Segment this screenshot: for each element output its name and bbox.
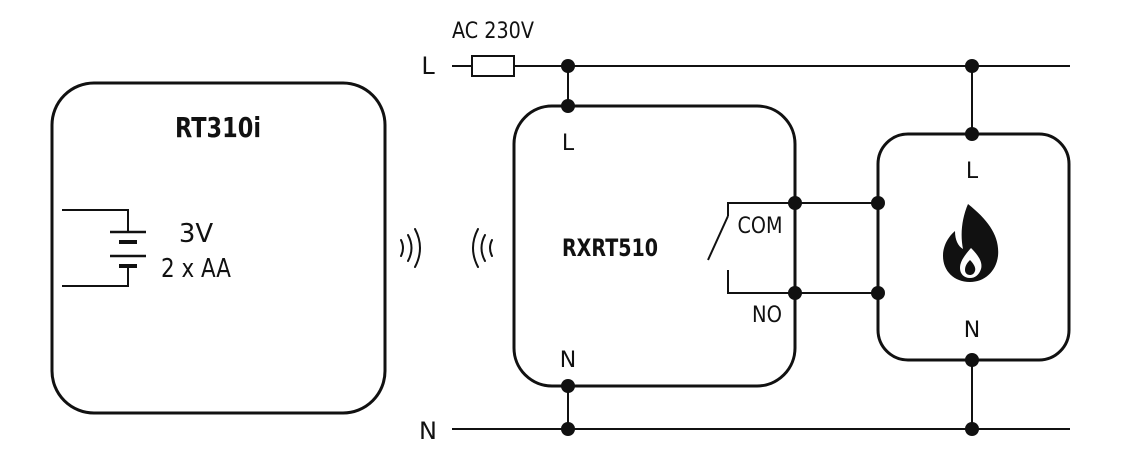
junction-dot	[871, 196, 885, 210]
thermostat-box	[50, 81, 387, 415]
neutral-label: N	[419, 417, 437, 445]
junction-dot	[561, 422, 575, 436]
junction-dot	[965, 59, 979, 73]
battery-symbol	[62, 209, 146, 287]
junction-dots	[561, 59, 979, 436]
receiver-terminal-no: NO	[752, 303, 782, 328]
relay-no-wire	[727, 270, 795, 294]
thermostat-rt310i: RT310i 3V 2 x AA	[50, 81, 387, 415]
junction-dot	[561, 379, 575, 393]
receiver-title: RXRT510	[562, 234, 658, 262]
junction-dot	[788, 196, 802, 210]
supply-rating: AC 230V	[452, 19, 534, 44]
receiver-rxrt510: RXRT510 L N COM NO	[512, 104, 797, 388]
heater-terminal-l: L	[966, 159, 979, 184]
junction-dot	[871, 286, 885, 300]
receiver-terminal-n: N	[560, 348, 576, 373]
junction-dot	[965, 422, 979, 436]
heater-terminal-n: N	[964, 318, 980, 343]
receiver-terminal-com: COM	[738, 214, 783, 239]
battery-wire-top	[62, 209, 129, 232]
receiver-terminal-l: L	[562, 131, 575, 156]
receiver-box	[512, 104, 797, 388]
thermostat-title: RT310i	[175, 111, 261, 144]
line-label: L	[421, 52, 435, 80]
fuse-icon	[471, 55, 515, 77]
junction-dot	[561, 99, 575, 113]
junction-dot	[561, 59, 575, 73]
battery-voltage: 3V	[179, 219, 214, 249]
relay-com-wire	[727, 202, 795, 216]
junction-dot	[788, 286, 802, 300]
battery-wire-bottom	[62, 266, 129, 287]
battery-type: 2 x AA	[161, 254, 231, 284]
junction-dot	[965, 127, 979, 141]
wireless-signal-out	[400, 228, 421, 268]
wireless-signal-in	[472, 228, 493, 268]
flame-icon	[943, 204, 999, 282]
heater-unit: L N	[876, 132, 1071, 362]
relay-switch-arm	[707, 215, 729, 261]
junction-dot	[965, 353, 979, 367]
